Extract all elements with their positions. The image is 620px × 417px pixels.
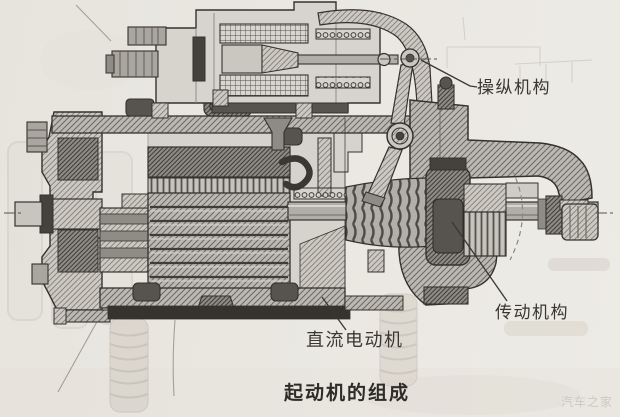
shaft-end-bearing: [561, 203, 599, 241]
ghost-ribbed-tube-right: [379, 293, 418, 387]
end-cap-bolt: [26, 121, 48, 153]
figure-caption: 起动机的组成: [284, 383, 411, 404]
brush-post: [317, 137, 332, 197]
yoke-bottom-pad: [132, 282, 161, 302]
bottom-rail: [107, 305, 351, 320]
leader-lines: [321, 59, 508, 331]
return-spring-lower: [315, 76, 371, 89]
return-spring-upper: [315, 28, 371, 40]
leader-transmission-mechanism: [451, 221, 508, 302]
base-plate-flange: [53, 307, 67, 325]
ghost-blob: [360, 375, 580, 415]
winding-end-turns: [147, 177, 291, 194]
stop-collar-sleeve: [505, 182, 539, 199]
shift-lever-section: [361, 48, 420, 208]
label-operating-mechanism: 操纵机构: [477, 78, 551, 97]
terminal-stud-upper: [127, 26, 167, 46]
plunger-joint-pin: [405, 53, 415, 63]
housing-top-knob: [439, 76, 453, 90]
label-dc-motor: 直流电动机: [306, 330, 404, 350]
lever-fork-tip: [361, 191, 386, 208]
yoke-bottom-pad: [270, 282, 299, 302]
shaft-stub: [14, 201, 43, 227]
label-transmission-mechanism: 传动机构: [495, 303, 569, 322]
housing-foot: [423, 286, 469, 305]
ghost-wiring-lines: [446, 16, 593, 87]
spline-stop-bolt: [367, 249, 385, 273]
clutch-cap: [429, 157, 467, 171]
pinion-gear: [463, 211, 507, 257]
engagement-arc: [509, 169, 524, 261]
frame-step-piece: [333, 127, 363, 173]
pinion-collar: [463, 183, 507, 213]
brush-holder-lower: [57, 229, 99, 273]
hold-in-coil: [219, 74, 309, 97]
watermark-autohome: 汽车之家: [560, 395, 613, 409]
leader-dc-motor: [321, 296, 347, 331]
case-leg: [295, 102, 313, 119]
bottom-shading: [0, 368, 620, 417]
ghost-ribbed-tube-left: [109, 317, 149, 413]
transmission-section: [287, 157, 599, 273]
plunger-core: [221, 44, 263, 74]
clutch-core: [432, 198, 464, 254]
lever-pivot-pin: [395, 131, 405, 141]
pull-in-coil: [219, 23, 309, 44]
shaft-spring-washers: [293, 187, 347, 200]
case-bottom-bar: [211, 102, 349, 114]
field-coil: [147, 146, 291, 178]
plunger-cone: [261, 44, 299, 74]
brush-terminal-pin: [263, 117, 293, 151]
brush-holder-upper: [57, 137, 99, 181]
contact-disc: [192, 36, 206, 82]
ghost-text-blob: [548, 258, 610, 271]
ghost-text-blob: [504, 321, 588, 336]
pole-screw-pad: [125, 98, 155, 117]
end-cap-bolt-small: [31, 263, 49, 285]
terminal-nut: [105, 54, 115, 74]
field-lead-hook: [278, 155, 313, 191]
case-leg: [151, 102, 169, 119]
shaft-rings: [537, 198, 547, 230]
scratch-lines: [57, 4, 176, 397]
plunger-rod: [297, 54, 399, 65]
centerlines: [4, 58, 616, 214]
terminal-stud-main: [111, 50, 159, 78]
helical-spline: [345, 177, 433, 248]
pole-shoe-gap: [147, 132, 291, 148]
bottom-rail-extension: [344, 295, 404, 311]
ghost-cylinder: [7, 141, 43, 321]
gear-hub-step: [121, 193, 149, 209]
case-stud: [212, 89, 229, 107]
yoke-top-band: [51, 115, 416, 134]
solenoid-section: [105, 1, 399, 119]
leader-operating-mechanism: [420, 59, 478, 88]
armature-core: [147, 192, 291, 291]
